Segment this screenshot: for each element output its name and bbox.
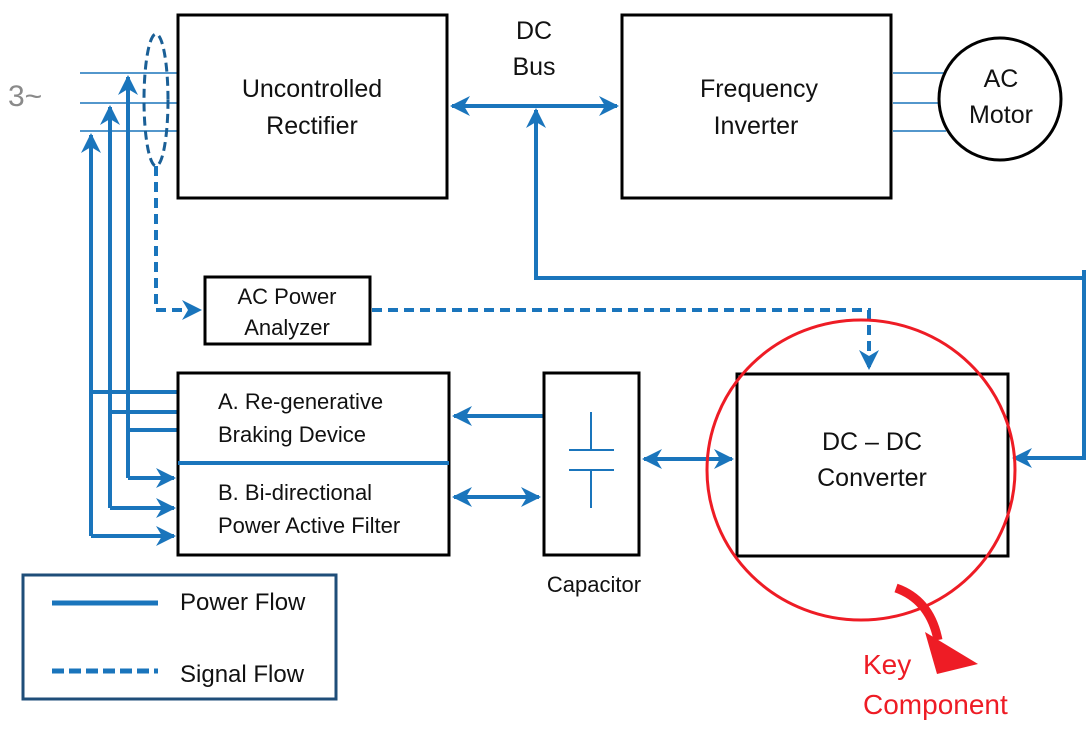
dc-bus-return-line	[526, 108, 1084, 280]
legend-box	[21, 573, 338, 701]
inverter-label-2: Inverter	[714, 112, 799, 140]
key-component-highlight	[705, 318, 1017, 622]
key-label-1: Key	[863, 649, 911, 680]
three-phase-source-label: 3~	[8, 80, 42, 113]
dcdc-feed-line	[1012, 270, 1086, 468]
filter-label-1: B. Bi-directional	[218, 480, 372, 505]
capacitor-label: Capacitor	[547, 572, 641, 597]
rectifier-label-1: Uncontrolled	[242, 75, 382, 103]
legend-power-label: Power Flow	[180, 589, 306, 616]
motor-lines	[893, 72, 946, 132]
regen-label-1: A. Re-generative	[218, 389, 383, 414]
dcdc-label-1: DC – DC	[822, 428, 922, 456]
motor-label-1: AC	[984, 65, 1019, 93]
feedback-power-lines	[81, 75, 178, 546]
rectifier-label-2: Rectifier	[266, 112, 358, 140]
rectifier-block	[176, 13, 449, 200]
inverter-label-1: Frequency	[700, 75, 819, 103]
analyzer-label-1: AC Power	[237, 284, 336, 309]
capacitor-block	[542, 371, 641, 557]
key-component-arrowhead	[925, 632, 978, 674]
motor-label-2: Motor	[969, 101, 1033, 129]
analyzer-label-2: Analyzer	[244, 315, 330, 340]
analyzer-block	[203, 275, 372, 346]
ac-motor	[937, 36, 1063, 162]
sensor-ellipse	[142, 32, 170, 168]
capacitor-symbol-icon	[569, 412, 614, 508]
inverter-block	[620, 13, 893, 200]
dcdc-label-2: Converter	[817, 464, 927, 492]
key-label-2: Component	[863, 689, 1008, 720]
signal-line-to-dcdc	[372, 308, 879, 370]
dc-bus-label-2: Bus	[512, 53, 555, 81]
signal-line-to-analyzer	[154, 166, 202, 320]
key-component-arrow-icon	[894, 583, 943, 641]
dc-bus-label-1: DC	[516, 17, 552, 45]
regen-label-2: Braking Device	[218, 422, 366, 447]
dcdc-converter-block	[735, 372, 1010, 558]
legend-signal-label: Signal Flow	[180, 661, 305, 688]
filter-label-2: Power Active Filter	[218, 513, 400, 538]
